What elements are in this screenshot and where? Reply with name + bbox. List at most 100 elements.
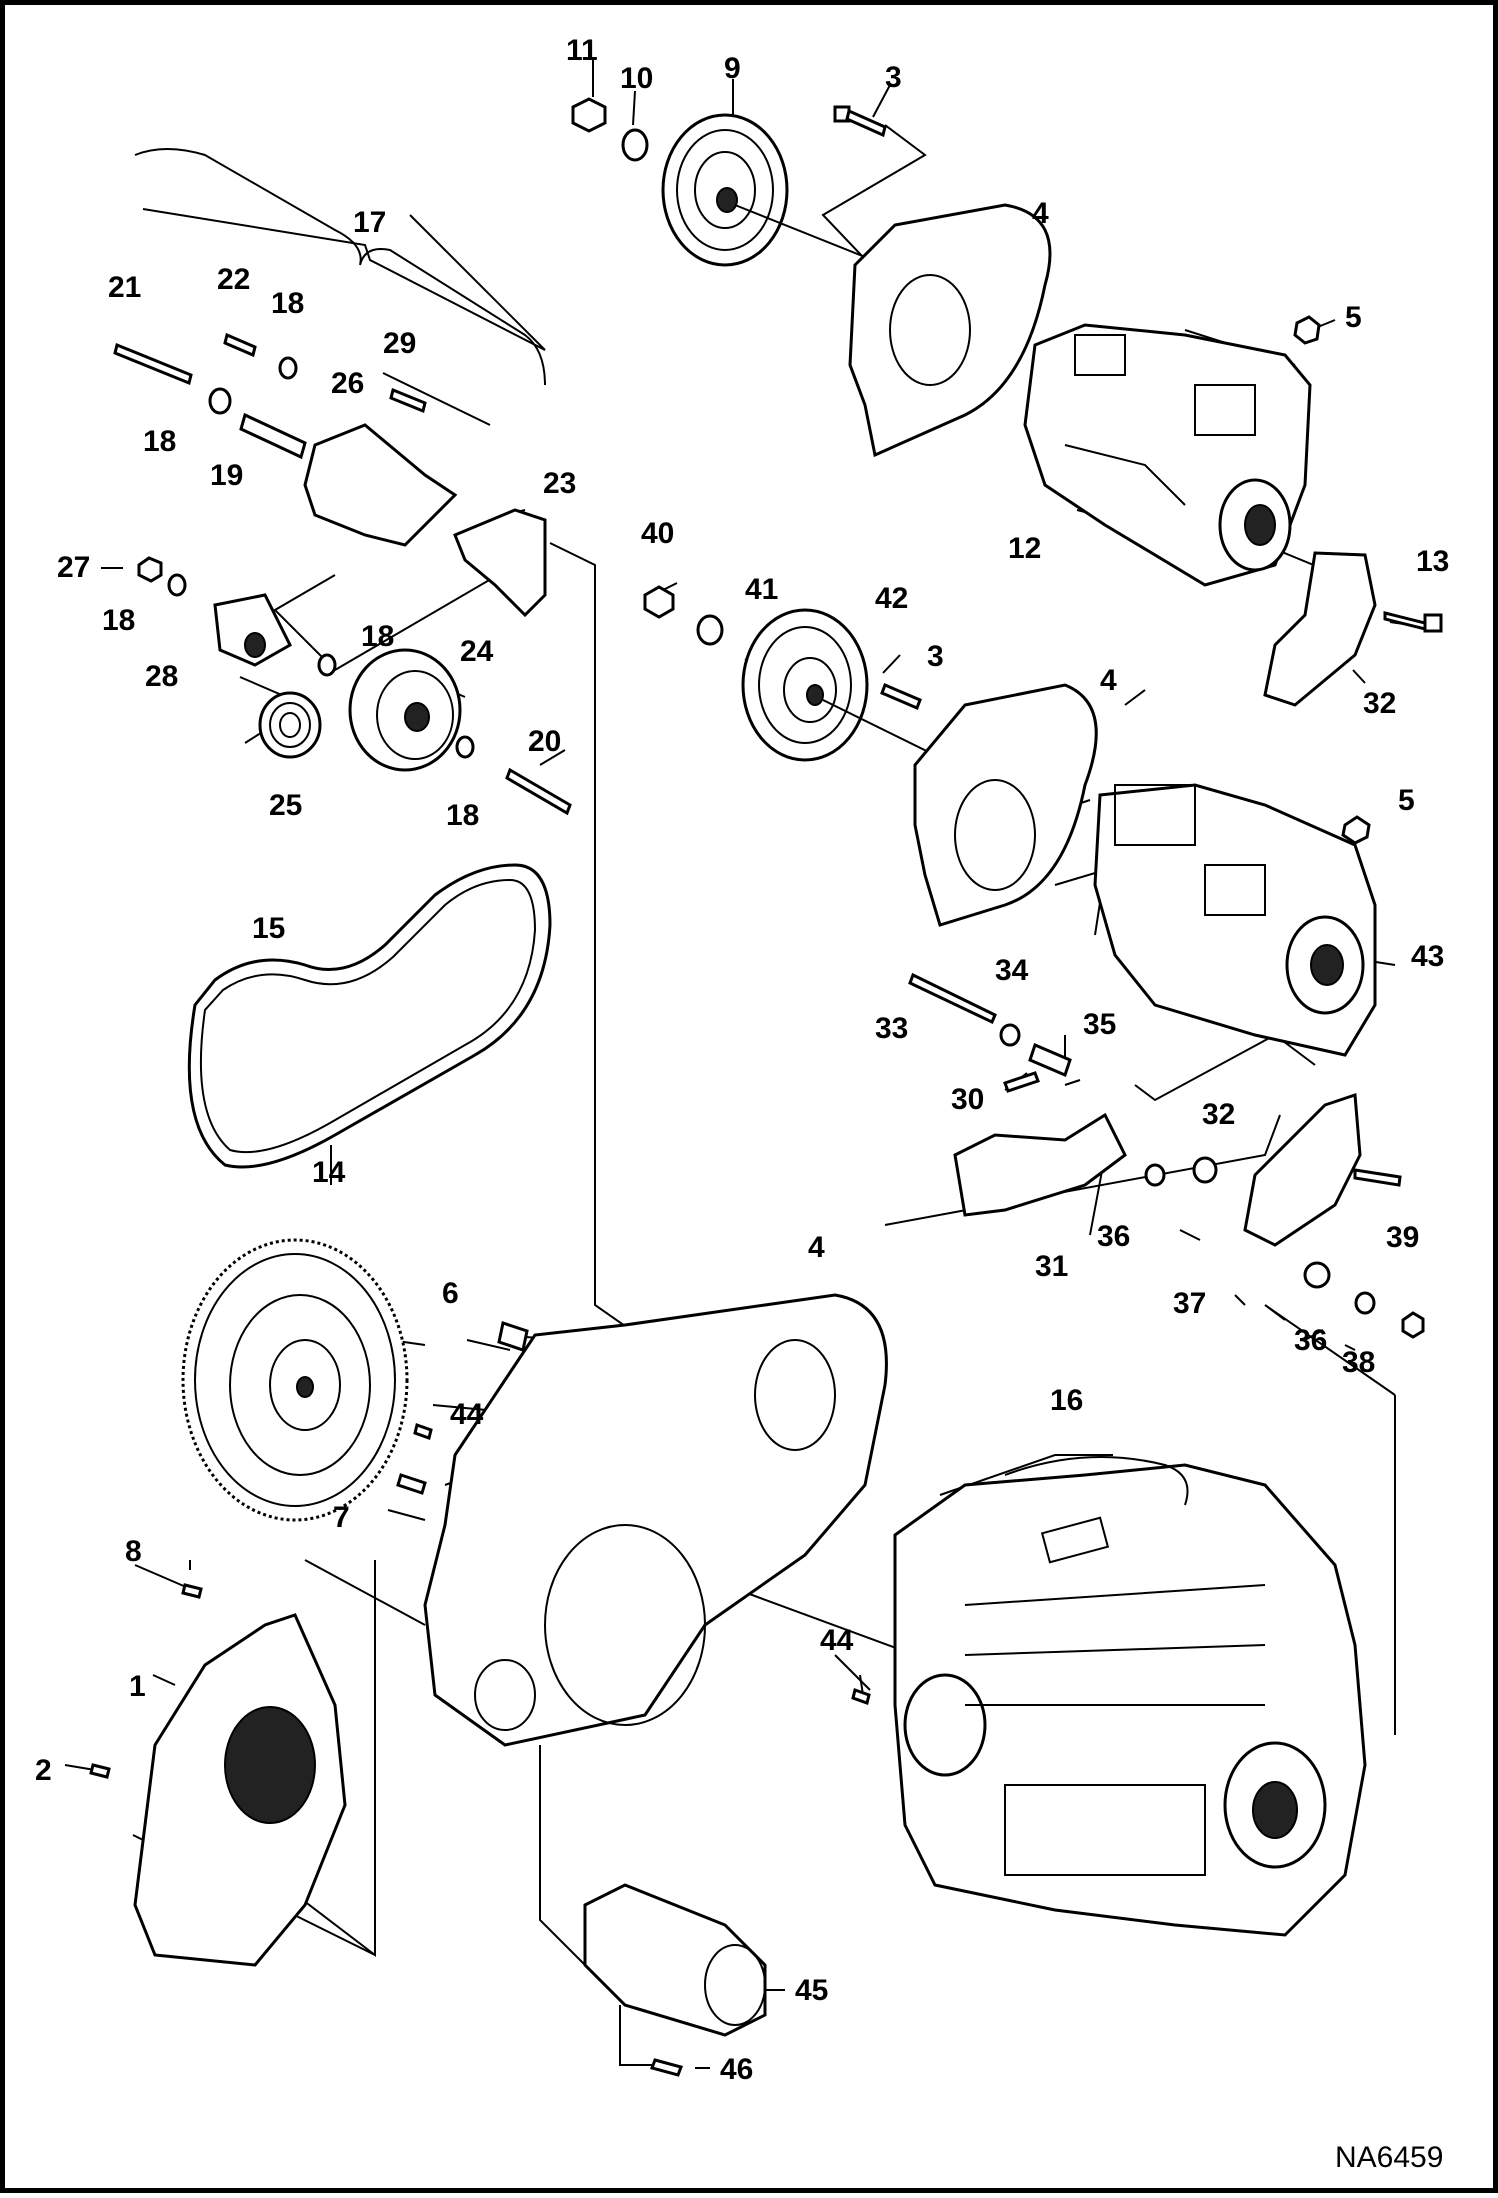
nut-38	[1401, 1311, 1425, 1339]
bracket-31	[953, 1112, 1127, 1217]
washer-18-a	[278, 356, 298, 380]
washer-34	[999, 1023, 1021, 1047]
callout-12: 12	[1008, 532, 1041, 565]
callout-45: 45	[795, 1974, 828, 2007]
callout-19: 19	[210, 459, 243, 492]
callout-33: 33	[875, 1012, 908, 1045]
exploded-parts-diagram: 11 10 9 3 17 4 21 22 18 29 5 26 18 19 23…	[35, 34, 1449, 2174]
assembly-bracket-17	[134, 148, 546, 386]
pulley-42	[741, 608, 956, 766]
callout-37: 37	[1173, 1287, 1206, 1320]
nut-40	[643, 585, 675, 619]
flywheel-housing-4	[423, 1293, 888, 1747]
callout-3: 3	[885, 61, 902, 94]
callout-27: 27	[57, 551, 90, 584]
callout-30: 30	[951, 1083, 984, 1116]
callout-34: 34	[995, 954, 1029, 987]
callout-5: 5	[1345, 301, 1362, 334]
screw-8	[181, 1583, 203, 1599]
bolt-21	[113, 342, 193, 386]
washer-10	[621, 128, 649, 162]
nut-27	[137, 556, 163, 583]
callout-2: 2	[35, 1754, 52, 1787]
nut-5-mid	[1341, 815, 1371, 845]
callout-31: 31	[1035, 1250, 1068, 1283]
callout-18: 18	[361, 620, 394, 653]
callout-4: 4	[1032, 197, 1049, 230]
callout-36: 36	[1294, 1324, 1327, 1357]
washer-41	[696, 614, 724, 646]
diagram-code: NA6459	[1335, 2141, 1443, 2174]
washer-18-b	[208, 387, 232, 415]
callout-3: 3	[927, 640, 944, 673]
callout-11: 11	[566, 34, 598, 67]
washer-18-e	[455, 735, 475, 759]
callout-15: 15	[252, 912, 285, 945]
engine-16	[893, 1456, 1367, 1937]
callout-41: 41	[745, 573, 778, 606]
hardware-parts	[89, 97, 1443, 2077]
tensioner-arm-23	[453, 508, 547, 618]
callout-18: 18	[143, 425, 176, 458]
callout-38: 38	[1342, 1346, 1375, 1379]
washer-36-a	[1144, 1163, 1166, 1187]
callout-14: 14	[312, 1156, 346, 1189]
callout-28: 28	[145, 660, 178, 693]
washer-36-b	[1354, 1291, 1376, 1315]
callout-23: 23	[543, 467, 576, 500]
bolt-29	[389, 387, 427, 414]
spacer-35	[1028, 1042, 1072, 1078]
callout-13: 13	[1416, 545, 1449, 578]
callout-21: 21	[108, 271, 141, 304]
bolt-30	[1003, 1071, 1040, 1093]
idler-pulley-24	[348, 648, 462, 772]
callout-32: 32	[1202, 1098, 1235, 1131]
cover-plate-1	[133, 1613, 347, 1967]
grommet-37	[1192, 1156, 1218, 1184]
bolt-22	[223, 332, 257, 358]
callout-18: 18	[102, 604, 135, 637]
screw-2	[89, 1763, 111, 1779]
callout-17: 17	[353, 206, 386, 239]
spring-25	[258, 691, 322, 759]
callout-39: 39	[1386, 1221, 1419, 1254]
bolt-39	[1353, 1168, 1402, 1187]
grommet-37-b	[1303, 1261, 1331, 1289]
bolt-46	[650, 2058, 683, 2077]
callout-16: 16	[1050, 1384, 1083, 1417]
callout-24: 24	[460, 635, 494, 668]
drive-belt-15	[187, 863, 552, 1169]
callout-29: 29	[383, 327, 416, 360]
washer-18-c	[167, 573, 187, 597]
bolt-20	[505, 767, 572, 816]
callout-18: 18	[446, 799, 479, 832]
callout-10: 10	[620, 62, 653, 95]
pulley-9	[661, 113, 886, 267]
callout-36: 36	[1097, 1220, 1130, 1253]
callout-40: 40	[641, 517, 674, 550]
bracket-32-top	[1263, 551, 1377, 707]
dowel-pin-44-b	[851, 1688, 871, 1705]
oil-filter	[903, 1673, 987, 1777]
spacer-19	[239, 412, 307, 460]
callout-46: 46	[720, 2053, 753, 2086]
bolt-33	[908, 972, 997, 1025]
callout-43: 43	[1411, 940, 1444, 973]
callout-26: 26	[331, 367, 364, 400]
bolt-3-top	[833, 105, 887, 138]
bracket-32-mid	[1243, 1092, 1362, 1247]
washer-18-d	[317, 653, 337, 677]
callout-20: 20	[528, 725, 561, 758]
bolt-6	[497, 1321, 529, 1352]
bolt-3-mid	[880, 683, 922, 710]
housing-28	[213, 593, 292, 667]
callout-4: 4	[808, 1231, 825, 1264]
callout-4: 4	[1100, 664, 1117, 697]
callout-9: 9	[724, 52, 741, 85]
housing-opening	[544, 1524, 706, 1726]
nut-5-top	[1293, 315, 1321, 345]
callout-42: 42	[875, 582, 908, 615]
callout-18: 18	[271, 287, 304, 320]
callout-25: 25	[269, 789, 302, 822]
hydrostatic-pump-43	[1093, 783, 1377, 1057]
